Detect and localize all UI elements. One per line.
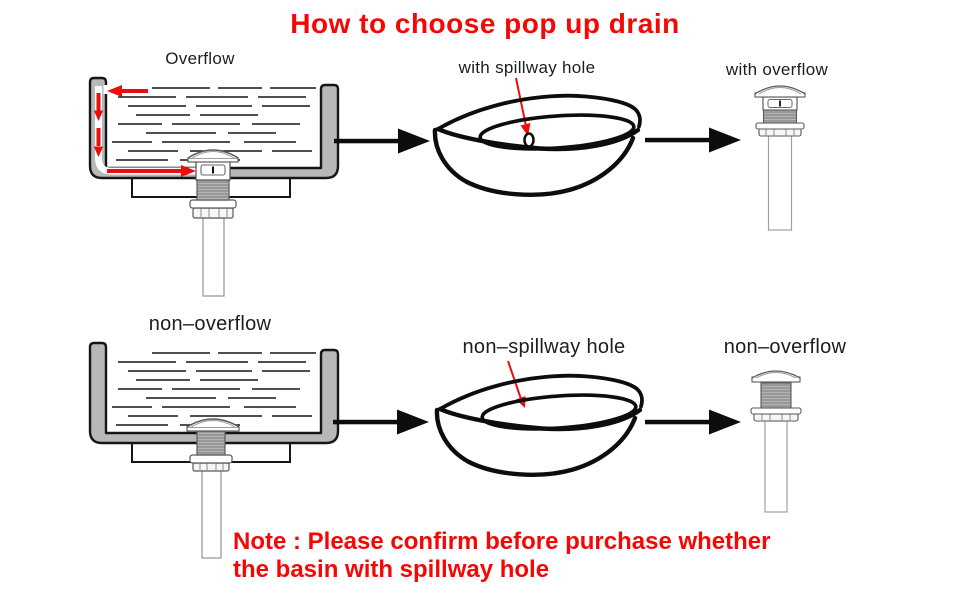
flow-arrow-basin-to-drain-2 [645,409,741,435]
note-text: Note : Please confirm before purchase wh… [233,528,833,584]
spillway-hole [523,132,535,148]
water-dashes [111,352,317,426]
basin-non-spillway-hole [430,368,660,483]
water-dashes [111,87,317,161]
overflow-sink-diagram [88,76,340,297]
flow-arrow-basin-to-drain-1 [645,127,741,153]
drain-with-overflow-illustration [754,85,806,231]
page-title: How to choose pop up drain [290,8,680,39]
drain-non-overflow-illustration [750,370,802,513]
non-spillway-hole-label: non–spillway hole [462,336,626,358]
note-line-1: Note : Please confirm before purchase wh… [233,528,771,555]
overflow-channel [95,86,196,175]
non-overflow-drain-label: non–overflow [723,336,847,358]
flow-arrow-sink-to-basin-1 [334,128,430,154]
non-overflow-sink-diagram [88,341,340,559]
water-flow-arrows [93,85,196,177]
installed-drain-non-overflow [186,418,240,559]
spillway-hole-label: with spillway hole [458,58,596,77]
with-overflow-label: with overflow [725,60,829,79]
overflow-sink-label: Overflow [165,49,235,68]
flow-arrow-sink-to-basin-2 [333,409,429,435]
note-line-2: the basin with spillway hole [233,556,550,583]
installed-drain-with-overflow [187,149,239,297]
basin-with-spillway-hole [428,88,658,203]
non-overflow-sink-label: non–overflow [148,313,272,335]
